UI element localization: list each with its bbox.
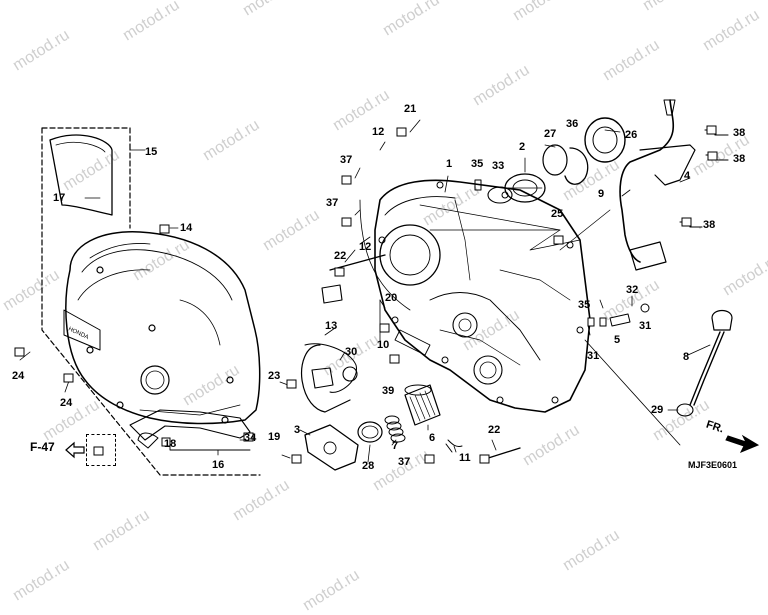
callout-32: 32 (626, 284, 639, 296)
callout-8: 8 (683, 351, 690, 363)
callout-27: 27 (544, 128, 557, 140)
callout-9: 9 (598, 188, 605, 200)
callout-13: 13 (325, 320, 338, 332)
callout-31b: 31 (639, 320, 652, 332)
callout-22a: 22 (334, 250, 347, 262)
part-17-plate (49, 134, 113, 216)
callout-39: 39 (382, 385, 395, 397)
callout-12b: 12 (359, 241, 372, 253)
callout-20: 20 (385, 292, 398, 304)
callout-2: 2 (519, 141, 526, 153)
diagram-code: MJF3E0601 (688, 460, 738, 470)
callout-1: 1 (446, 158, 453, 170)
callout-35b: 35 (578, 299, 591, 311)
callout-23: 23 (268, 370, 281, 382)
part-6-oil-filter (404, 384, 441, 426)
callout-5: 5 (614, 334, 621, 346)
callout-12a: 12 (372, 126, 385, 138)
callout-37b: 37 (326, 197, 339, 209)
callout-17: 17 (53, 192, 66, 204)
reference-box (86, 434, 116, 466)
callout-30: 30 (345, 346, 358, 358)
part-9-wire (619, 99, 675, 263)
callout-22b: 22 (488, 424, 501, 436)
callout-28: 28 (362, 460, 375, 472)
front-direction-arrow (725, 434, 760, 453)
callout-15: 15 (145, 146, 158, 158)
callout-7: 7 (392, 440, 399, 452)
callout-38a: 38 (733, 127, 746, 139)
diagram-drawing: HONDA (14, 99, 760, 476)
callout-25: 25 (551, 208, 564, 220)
left-crankcase-cover (65, 231, 261, 425)
callout-24b: 24 (60, 397, 73, 409)
left-cover-group-outline (41, 127, 261, 476)
callout-35a: 35 (471, 158, 484, 170)
callout-11: 11 (459, 452, 471, 464)
callout-37c: 37 (398, 456, 411, 468)
callout-36: 36 (566, 118, 579, 130)
callout-37a: 37 (340, 154, 353, 166)
part-8-dipstick (711, 309, 733, 331)
callout-19: 19 (268, 431, 281, 443)
svg-text:HONDA: HONDA (67, 326, 89, 341)
callout-10: 10 (377, 339, 390, 351)
callout-18: 18 (164, 438, 177, 450)
callout-38b: 38 (733, 153, 746, 165)
callout-24a: 24 (12, 370, 25, 382)
callout-33: 33 (492, 160, 505, 172)
callout-3: 3 (294, 424, 301, 436)
callout-29: 29 (651, 404, 664, 416)
callout-16: 16 (212, 459, 225, 471)
part-4-sensor (639, 144, 696, 186)
part-3-oil-filter-cover (304, 424, 359, 471)
callout-21: 21 (404, 103, 417, 115)
callout-14: 14 (180, 222, 193, 234)
callout-4: 4 (684, 170, 691, 182)
reference-label: F-47 (30, 440, 55, 454)
callout-38c: 38 (703, 219, 716, 231)
part-13-wire (300, 344, 351, 413)
callout-34: 34 (244, 432, 257, 444)
callout-6: 6 (429, 432, 436, 444)
callout-31a: 31 (587, 350, 600, 362)
callout-26: 26 (625, 129, 638, 141)
